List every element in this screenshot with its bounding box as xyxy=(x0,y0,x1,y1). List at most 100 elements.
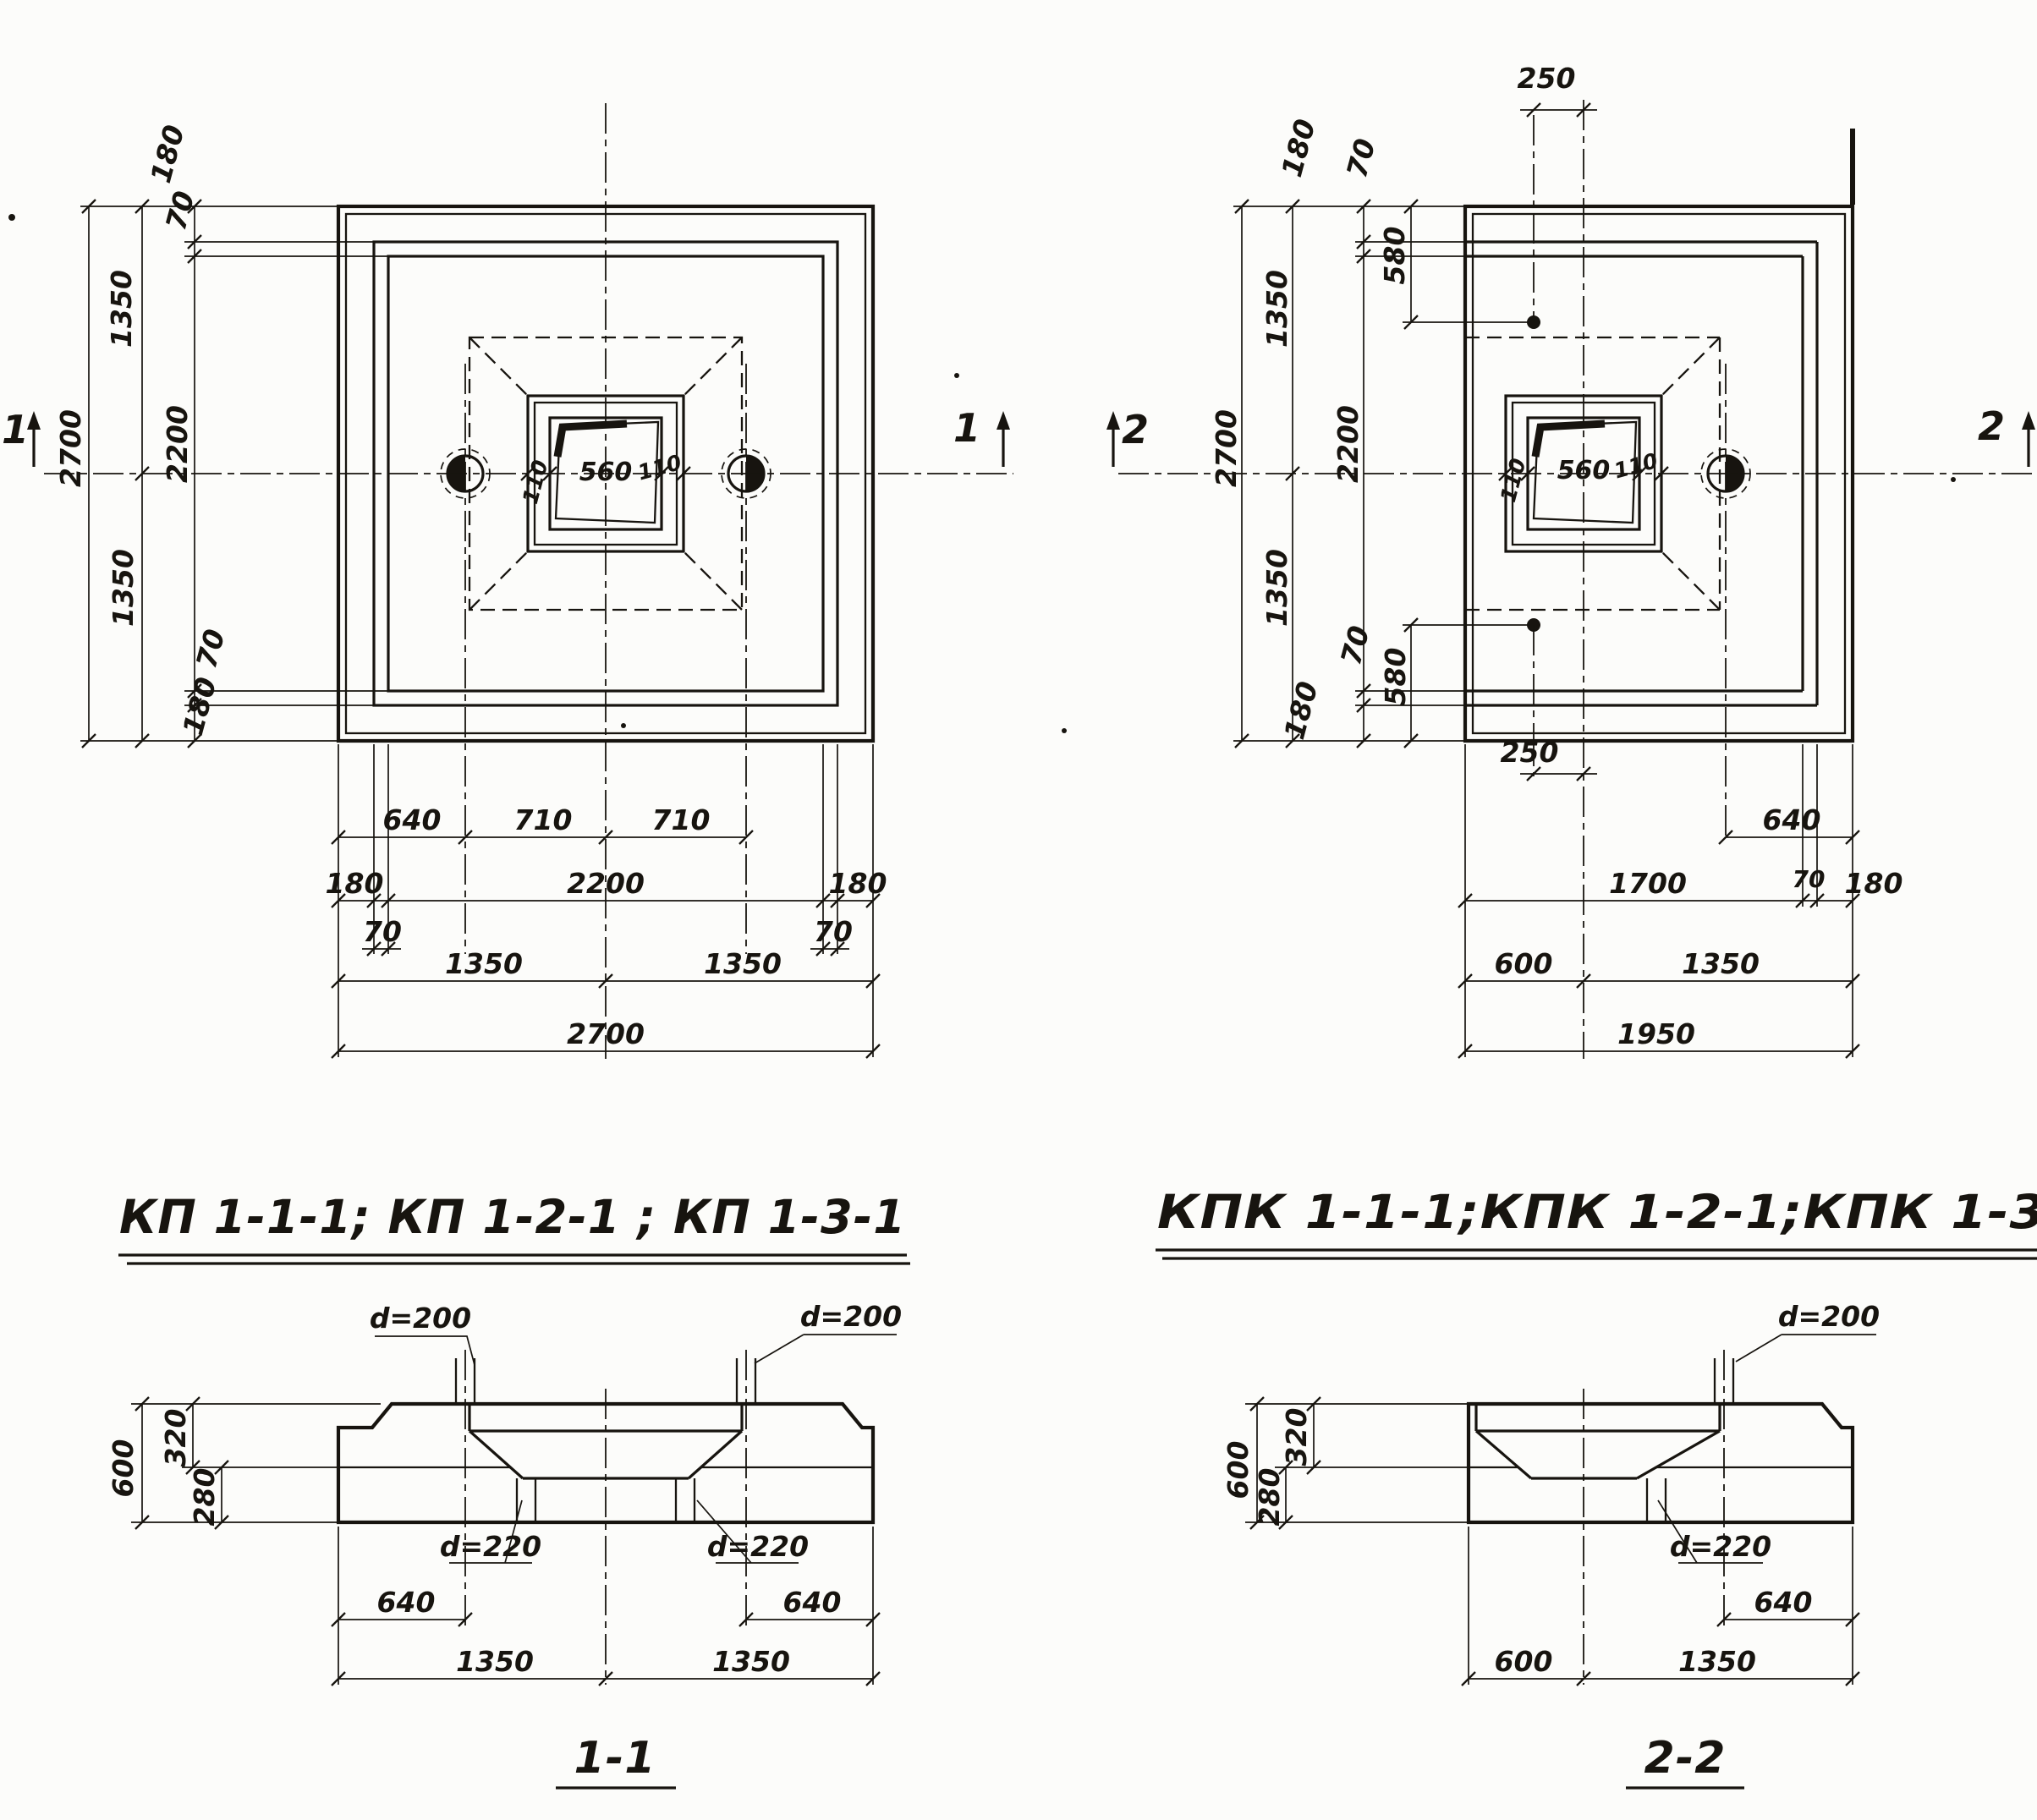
section-1-1-bottom-extension-lines xyxy=(338,1527,874,1685)
section-2-2-socket-cavity xyxy=(1474,1404,1721,1480)
section-1-1-dim-ticks xyxy=(135,1396,881,1686)
paper-speck xyxy=(621,723,626,728)
section-1-1-bottom-holes xyxy=(515,1478,696,1522)
section-1-1-dim-640-right: 640 xyxy=(783,1586,842,1619)
section-1-1-centerlines xyxy=(464,1350,747,1685)
section-marker-2-left: 2 xyxy=(1122,407,1149,452)
section-2-2-dim-320: 320 xyxy=(1280,1408,1313,1466)
section-2-2-dim-600-bottom: 600 xyxy=(1495,1645,1553,1678)
section-2-2-pipe-dia: d=200 xyxy=(1778,1300,1880,1333)
section-1-1-dim-600: 600 xyxy=(107,1439,140,1498)
plan-right-dim-580-top: 580 xyxy=(1378,227,1411,285)
paper-speck xyxy=(1951,477,1956,482)
section-1-1-dim-640-left: 640 xyxy=(377,1586,436,1619)
plan-left-dim-2200-side: 2200 xyxy=(161,405,194,483)
section-2-2-dim-ticks xyxy=(1249,1396,1860,1686)
section-2-2: d=200 600 320 280 d=220 640 600 1350 2-2 xyxy=(1222,1300,1880,1790)
title-kpk-underline xyxy=(1156,1248,2037,1260)
plan-left-dim-1350-bleft: 1350 xyxy=(445,947,523,980)
plan-right-bottom-dim-lines xyxy=(1465,836,1853,1052)
section-1-1-dim-280: 280 xyxy=(188,1468,221,1527)
plan-left-hole-centerlines xyxy=(464,364,747,954)
section-2-arrow-shafts xyxy=(1112,423,2030,467)
section-2-2-leader-lines xyxy=(1657,1334,1876,1564)
plan-right-dimensions: 250 180 70 580 1350 2700 2200 1350 70 58… xyxy=(1210,62,1903,1059)
plan-right-dim-180-top: 180 xyxy=(1275,116,1322,181)
plan-right-dim-110-left: 110 xyxy=(1496,456,1531,505)
plan-left-socket-corner-mark xyxy=(553,419,628,458)
plan-left-dim-180-bright: 180 xyxy=(829,867,887,900)
section-2-2-dim-1350: 1350 xyxy=(1678,1645,1756,1678)
paper-speck xyxy=(954,373,959,378)
plan-right-dim-250-top: 250 xyxy=(1518,62,1576,95)
series-titles: КП 1-1-1; КП 1-2-1 ; КП 1-3-1 КПК 1-1-1;… xyxy=(118,1185,2037,1265)
plan-right-pyramid-diagonals xyxy=(1661,337,1721,611)
plan-left-dim-180-bleft: 180 xyxy=(326,867,384,900)
section-1-1-height-extension-lines xyxy=(131,1403,381,1523)
section-1-1-title: 1-1 xyxy=(574,1733,656,1784)
section-1-1: d=200 d=200 600 320 280 d=220 d=220 640 … xyxy=(107,1300,902,1790)
plan-left-dim-70-bleft: 70 xyxy=(363,915,402,948)
plan-left-dim-710-right: 710 xyxy=(652,803,711,836)
plan-right-side-extension-lines xyxy=(1233,206,1528,742)
plan-right-centerlines xyxy=(1118,100,2034,1059)
plan-left-dim-1350-bright: 1350 xyxy=(704,947,782,980)
section-2-2-bottom-extension-lines xyxy=(1468,1527,1853,1685)
section-1-1-socket-dia-left: d=220 xyxy=(440,1530,541,1563)
plan-right-dim-ticks xyxy=(1234,102,1860,1059)
section-1-1-leader-lines xyxy=(375,1334,897,1564)
plan-left-dimensions: 180 70 1350 2700 2200 1350 70 180 110 56… xyxy=(54,122,887,1059)
plan-left-dim-560: 560 xyxy=(579,458,633,487)
plan-right-dim-70-top: 70 xyxy=(1340,135,1382,181)
plan-right-dim-600: 600 xyxy=(1495,947,1553,980)
plan-right-dim-1350-lower: 1350 xyxy=(1260,549,1293,627)
plan-left-dim-70-bottom: 70 xyxy=(189,626,232,672)
plan-left-dim-ticks xyxy=(81,199,881,1059)
section-1-arrow-shafts xyxy=(32,423,1005,467)
plan-right-dim-180-bottom-row: 180 xyxy=(1845,867,1903,900)
plan-left-dim-2700-side: 2700 xyxy=(54,409,87,487)
section-1-1-body-outline xyxy=(336,1401,876,1525)
plan-right-dim-70-bottom: 70 xyxy=(1334,622,1376,668)
title-kpk-series: КПК 1-1-1;КПК 1-2-1;КПК 1-3-1 xyxy=(1157,1185,2037,1239)
section-2-2-centerlines xyxy=(1583,1350,1725,1685)
section-marker-1-right: 1 xyxy=(953,405,980,451)
plan-right-dim-250-bottom: 250 xyxy=(1501,736,1559,769)
plan-left-dim-2200-bottom: 2200 xyxy=(567,867,645,900)
section-2-2-height-extension-lines xyxy=(1245,1403,1469,1523)
section-marker-2-right: 2 xyxy=(1978,403,2005,449)
plan-left-dim-110-left: 110 xyxy=(518,458,553,507)
plan-right-dim-2700-side: 2700 xyxy=(1210,409,1243,487)
plan-right-dim-70-bottom-row: 70 xyxy=(1793,865,1826,893)
plan-left-dim-710-left: 710 xyxy=(514,803,573,836)
section-1-1-pipe-sleeves xyxy=(454,1358,757,1404)
section-1-1-dim-1350-right: 1350 xyxy=(712,1645,790,1678)
section-1-1-height-dim-lines xyxy=(141,1404,222,1522)
plan-left-bottom-dim-lines xyxy=(338,836,873,1052)
title-kp-series: КП 1-1-1; КП 1-2-1 ; КП 1-3-1 xyxy=(119,1190,906,1244)
section-2-2-bottom-dim-lines xyxy=(1469,1619,1853,1680)
plan-left-dim-640: 640 xyxy=(383,803,442,836)
plan-right-dim-180-bottom: 180 xyxy=(1277,678,1325,743)
section-2-2-title: 2-2 xyxy=(1644,1733,1727,1784)
section-1-1-pipe-dia-left: d=200 xyxy=(370,1302,471,1335)
section-1-1-dim-1350-left: 1350 xyxy=(456,1645,534,1678)
section-1-1-socket-dia-right: d=220 xyxy=(707,1530,809,1563)
plan-right-dim-1350-upper: 1350 xyxy=(1260,270,1293,348)
section-marker-1-left: 1 xyxy=(2,407,29,452)
plan-left-dim-1350-upper: 1350 xyxy=(105,270,138,348)
section-2-2-dim-600: 600 xyxy=(1222,1441,1255,1499)
plan-right-section-markers: 2 2 xyxy=(1106,403,2035,467)
section-1-1-dim-320: 320 xyxy=(159,1409,192,1467)
plan-right-dim-2200-side: 2200 xyxy=(1331,405,1364,483)
plan-left-dim-180-top: 180 xyxy=(144,122,191,187)
plan-right-dim-640: 640 xyxy=(1763,803,1821,836)
section-1-1-pipe-dia-right: d=200 xyxy=(800,1300,902,1333)
plan-right-dim-110-right: 110 xyxy=(1611,448,1661,484)
plan-left-dim-180-bottom: 180 xyxy=(176,674,223,739)
plan-left-dim-70-bright: 70 xyxy=(814,915,853,948)
plan-right-250-dim-lines xyxy=(1520,109,1597,775)
section-2-2-dim-640: 640 xyxy=(1754,1586,1813,1619)
